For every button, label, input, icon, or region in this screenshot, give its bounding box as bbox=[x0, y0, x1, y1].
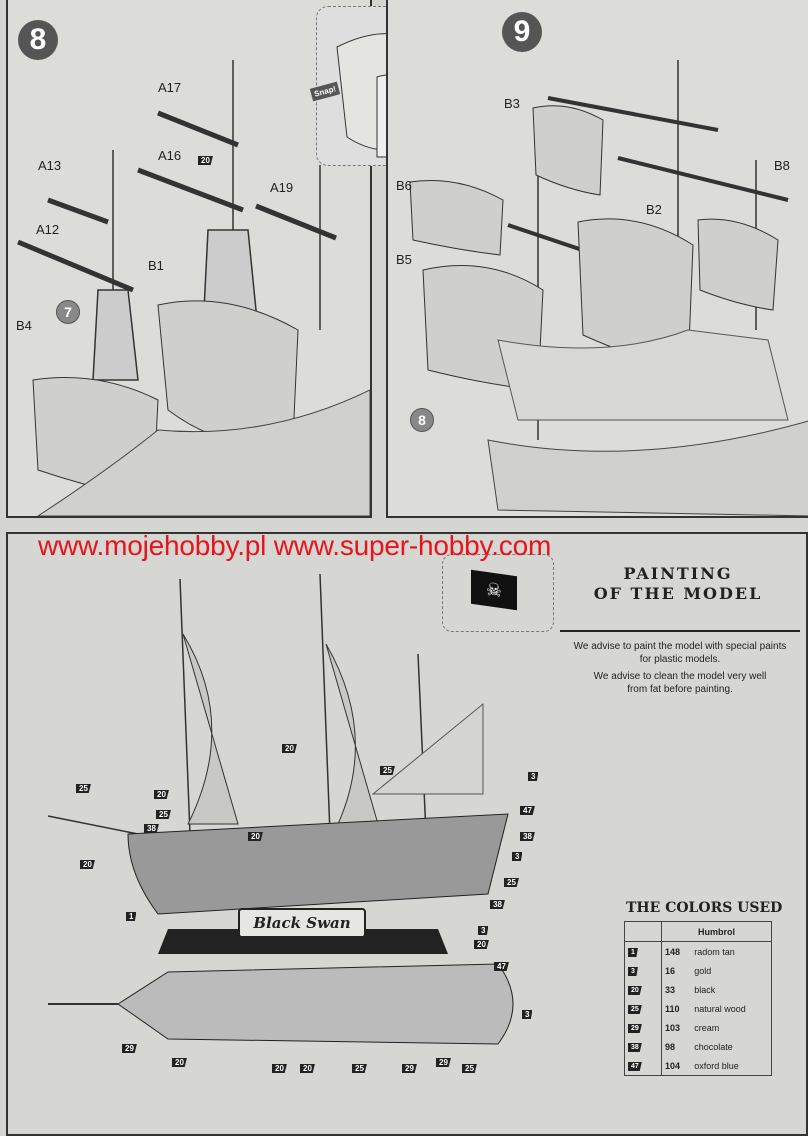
paint-callout: 20 bbox=[80, 860, 95, 869]
part-label-a19: A19 bbox=[270, 180, 294, 195]
table-row: 25 110 natural wood bbox=[624, 999, 772, 1018]
part-label-a12: A12 bbox=[36, 222, 60, 237]
color-name: oxford blue bbox=[694, 1060, 739, 1071]
paint-callout: 20 bbox=[272, 1064, 287, 1073]
reference-step-7: 7 bbox=[56, 300, 80, 324]
color-name: cream bbox=[694, 1022, 720, 1033]
paint-callout: 47 bbox=[494, 962, 509, 971]
color-name: chocolate bbox=[694, 1041, 733, 1052]
paint-callout: 20 bbox=[474, 940, 489, 949]
advice-2-line2: from fat before painting. bbox=[627, 684, 733, 695]
part-label-a13: A13 bbox=[38, 158, 62, 173]
star-ref: 1 bbox=[628, 948, 638, 957]
colors-title: THE COLORS USED bbox=[626, 900, 783, 916]
ship-top-view bbox=[117, 963, 514, 1045]
star-ref: 29 bbox=[628, 1024, 642, 1033]
humbrol-code: 33 bbox=[665, 984, 676, 995]
sail-b1 bbox=[157, 300, 299, 445]
part-label-b3: B3 bbox=[504, 96, 520, 111]
part-label-a16: A16 bbox=[158, 148, 182, 163]
sail-b3 bbox=[532, 105, 604, 196]
brand-header: Humbrol bbox=[661, 921, 772, 942]
paint-callout: 3 bbox=[528, 772, 539, 781]
painting-title-line1: PAINTING bbox=[623, 564, 733, 583]
star-ref: 20 bbox=[628, 986, 642, 995]
star-ref: 38 bbox=[628, 1043, 642, 1052]
part-label-a17: A17 bbox=[158, 80, 182, 95]
star-ref: 47 bbox=[628, 1062, 642, 1071]
humbrol-code: 104 bbox=[665, 1060, 681, 1071]
step-9-panel: 9 B3 B8 B6 B2 B5 8 bbox=[386, 0, 808, 518]
step-8-illustration bbox=[17, 60, 370, 516]
paint-callout: 25 bbox=[76, 784, 91, 793]
color-name: black bbox=[694, 984, 716, 995]
flag-inset: ☠ bbox=[442, 554, 554, 632]
paint-callout: 25 bbox=[462, 1064, 477, 1073]
table-row: 29 103 cream bbox=[624, 1018, 772, 1037]
color-name: natural wood bbox=[694, 1003, 746, 1014]
reference-step-8: 8 bbox=[410, 408, 434, 432]
table-row: 1 148 radom tan bbox=[624, 941, 772, 961]
paint-callout: 29 bbox=[402, 1064, 417, 1073]
paint-callout: 3 bbox=[478, 926, 489, 935]
star-ref: 3 bbox=[628, 967, 638, 976]
paint-callout: 29 bbox=[436, 1058, 451, 1067]
paint-callout: 3 bbox=[522, 1010, 533, 1019]
step-8-panel: 8 A17 A16 A13 A19 A12 B1 B4 7 20 bbox=[6, 0, 372, 518]
ship-side-view bbox=[47, 573, 514, 1045]
paint-callout: 38 bbox=[490, 900, 505, 909]
paint-callout: 25 bbox=[504, 878, 519, 887]
color-name: gold bbox=[694, 965, 712, 976]
humbrol-code: 16 bbox=[665, 965, 676, 976]
step-number: 9 bbox=[502, 12, 542, 52]
table-row: 38 98 chocolate bbox=[624, 1037, 772, 1056]
star-ref: 25 bbox=[628, 1005, 642, 1014]
paint-callout: 38 bbox=[520, 832, 535, 841]
paint-callout: 47 bbox=[520, 806, 535, 815]
step-9-illustration bbox=[409, 60, 808, 516]
advice-1-line2: for plastic models. bbox=[639, 654, 721, 665]
paint-callout: 3 bbox=[512, 852, 523, 861]
painting-title-line2: OF THE MODEL bbox=[593, 584, 763, 603]
paint-callout: 25 bbox=[156, 810, 171, 819]
advice-2-line1: We advise to clean the model very well bbox=[593, 671, 767, 682]
color-name: radom tan bbox=[694, 946, 735, 957]
humbrol-code: 103 bbox=[665, 1022, 681, 1033]
humbrol-code: 98 bbox=[665, 1041, 676, 1052]
paint-callout: 20 bbox=[300, 1064, 315, 1073]
paint-callout: 20 bbox=[282, 744, 297, 753]
part-label-b8: B8 bbox=[774, 158, 790, 173]
paint-callout: 20 bbox=[154, 790, 169, 799]
divider bbox=[560, 630, 800, 632]
paint-callout: 29 bbox=[122, 1044, 137, 1053]
part-label-b6: B6 bbox=[396, 178, 412, 193]
table-row: 3 16 gold bbox=[624, 961, 772, 980]
pirate-flag-icon: ☠ bbox=[471, 569, 517, 611]
sail-b6 bbox=[409, 179, 504, 256]
step-number: 8 bbox=[18, 20, 58, 60]
paint-callout: 20 bbox=[248, 832, 263, 841]
table-row: 47 104 oxford blue bbox=[624, 1056, 772, 1076]
humbrol-code: 148 bbox=[665, 946, 681, 957]
paint-callout: 25 bbox=[352, 1064, 367, 1073]
paint-callout: 20 bbox=[198, 156, 213, 165]
table-row: 20 33 black bbox=[624, 980, 772, 999]
paint-callout: 38 bbox=[144, 824, 159, 833]
humbrol-code: 110 bbox=[665, 1003, 680, 1014]
stand bbox=[158, 929, 448, 954]
paint-callout: 20 bbox=[172, 1058, 187, 1067]
sail-b8 bbox=[697, 218, 779, 311]
painting-section: ☠ PAINTING OF THE MODEL We advise to pai… bbox=[6, 532, 808, 1136]
part-label-b5: B5 bbox=[396, 252, 412, 267]
watermark: www.mojehobby.pl www.super-hobby.com bbox=[38, 530, 552, 561]
hull bbox=[127, 813, 509, 915]
advice-1-line1: We advise to paint the model with specia… bbox=[573, 641, 787, 652]
part-label-b4: B4 bbox=[16, 318, 32, 333]
paint-callout: 1 bbox=[126, 912, 137, 921]
paint-callout: 25 bbox=[380, 766, 395, 775]
part-label-b1: B1 bbox=[148, 258, 164, 273]
ship-name-plate: Black Swan bbox=[238, 908, 366, 938]
part-label-b2: B2 bbox=[646, 202, 662, 217]
